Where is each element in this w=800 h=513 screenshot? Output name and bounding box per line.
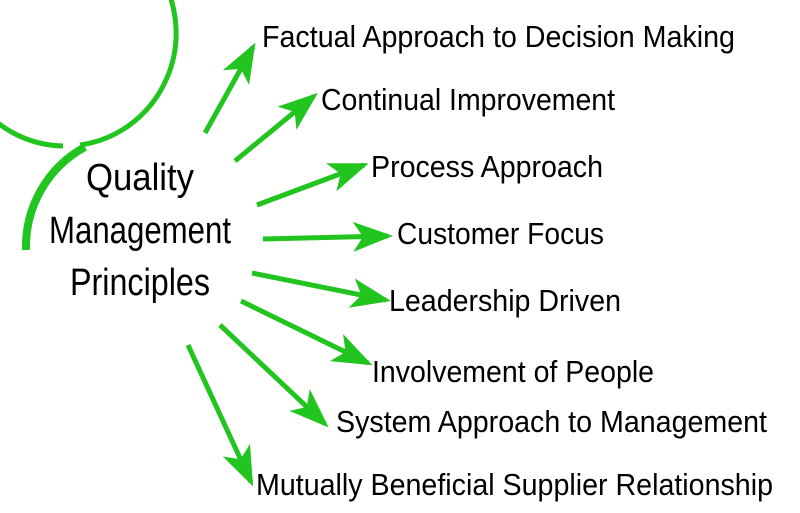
center-circle <box>0 0 179 251</box>
principle-label: System Approach to Management <box>336 404 767 439</box>
principle-label: Mutually Beneficial Supplier Relationshi… <box>256 467 773 502</box>
arrow-icon <box>251 270 391 308</box>
arrow-icon <box>233 92 318 163</box>
arrow-icon <box>185 343 254 487</box>
arrow-icon <box>239 298 373 366</box>
principle-label: Customer Focus <box>397 216 604 251</box>
arrow-icon <box>218 323 329 428</box>
center-title-line-1: Quality <box>86 157 194 199</box>
center-title-line-2: Management <box>49 210 231 252</box>
center-title-line-3: Principles <box>70 262 210 304</box>
principle-label: Leadership Driven <box>389 283 621 318</box>
arrow-icon <box>256 162 369 208</box>
arrow-icon <box>262 221 393 252</box>
arrow-icon <box>202 42 256 135</box>
principle-label: Factual Approach to Decision Making <box>262 19 735 54</box>
principle-label: Involvement of People <box>372 354 654 389</box>
principle-label: Continual Improvement <box>321 82 615 117</box>
principle-label: Process Approach <box>371 149 603 184</box>
